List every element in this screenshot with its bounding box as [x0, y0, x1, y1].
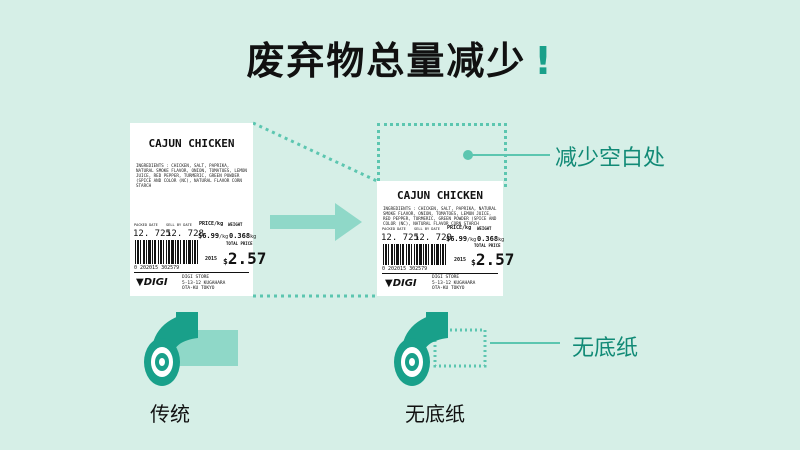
barcode-number: 0 202015 302579	[134, 265, 180, 271]
ingredients-text: INGREDIENTS : CHICKEN, SALT, PAPRIKA, NA…	[383, 206, 497, 226]
exclamation-mark: !	[534, 39, 554, 83]
weight-value: 0.368kg	[477, 235, 505, 243]
barcode-icon	[135, 240, 198, 264]
weight-label: WEIGHT	[477, 226, 492, 231]
sell-date: 12. 728	[166, 229, 204, 239]
total-price-label: TOTAL PRICE	[226, 241, 253, 246]
barcode-number: 0 202015 302579	[382, 266, 428, 272]
product-name: CAJUN CHICKEN	[396, 189, 484, 202]
divider	[134, 272, 249, 273]
sell-date-label: SELL BY DATE	[414, 227, 440, 231]
page-title: 废弃物总量减少!	[0, 30, 800, 85]
price-kg-label: PRICE/kg	[199, 221, 224, 227]
total-price: $2.57	[223, 249, 267, 268]
weight-value: 0.368kg	[229, 232, 257, 240]
ingredients-text: INGREDIENTS : CHICKEN, SALT, PAPRIKA, NA…	[136, 163, 247, 188]
sell-date: 12. 729	[414, 233, 452, 243]
zoom-line-top	[252, 121, 378, 183]
digi-mark-icon: ▼	[385, 278, 393, 289]
paper-roll-traditional-icon	[144, 312, 238, 386]
title-text: 废弃物总量减少	[246, 39, 527, 83]
packed-date: 12. 725	[381, 233, 419, 243]
barcode-icon	[383, 244, 446, 265]
sell-date-label: SELL BY DATE	[166, 223, 192, 227]
packed-date: 12. 725	[133, 229, 171, 239]
caption-traditional: 传统	[150, 402, 190, 426]
year: 2015	[454, 257, 467, 263]
product-name: CAJUN CHICKEN	[148, 137, 235, 150]
arrow-right-icon	[270, 203, 362, 241]
digi-logo: ▼DIGI	[385, 278, 417, 289]
year: 2015	[205, 256, 218, 262]
weight-label: WEIGHT	[228, 222, 243, 227]
annotation-no-liner: 无底纸	[572, 336, 639, 361]
label-no-liner: CAJUN CHICKEN INGREDIENTS : CHICKEN, SAL…	[377, 181, 514, 296]
digi-mark-icon: ▼	[136, 277, 144, 288]
removed-blank-area	[377, 123, 507, 187]
annotation-reduce-blank: 减少空白处	[555, 146, 666, 171]
removed-liner-outline	[433, 328, 487, 368]
paper-roll-no-liner-icon	[394, 312, 487, 386]
price-kg: $6.99/kg	[446, 235, 477, 243]
packed-date-label: PACKED DATE	[382, 227, 406, 231]
total-price: $2.57	[471, 250, 515, 269]
caption-no-liner: 无底纸	[405, 402, 465, 426]
total-price-label: TOTAL PRICE	[474, 243, 501, 248]
price-kg-label: PRICE/kg	[447, 225, 472, 231]
packed-date-label: PACKED DATE	[134, 223, 158, 227]
label-traditional: CAJUN CHICKEN INGREDIENTS : CHICKEN, SAL…	[130, 123, 266, 296]
divider	[382, 273, 498, 274]
digi-logo: ▼DIGI	[136, 277, 168, 288]
price-kg: $6.99/kg	[198, 232, 229, 240]
